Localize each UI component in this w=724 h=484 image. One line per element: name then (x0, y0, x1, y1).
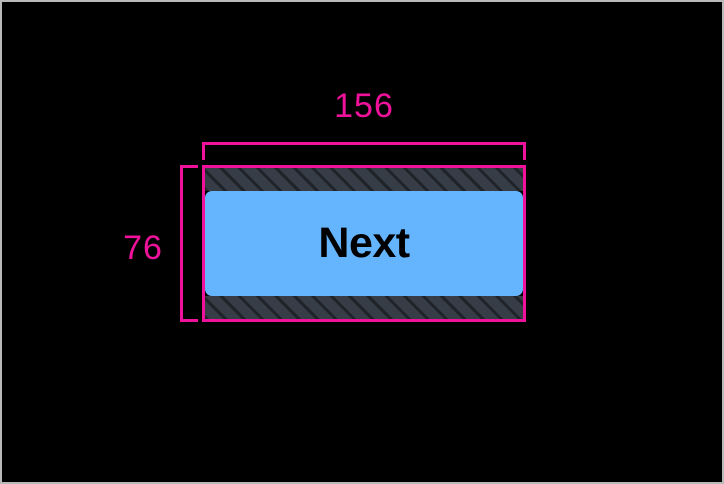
height-bracket-tick-bottom (180, 319, 198, 322)
next-button-label: Next (318, 219, 410, 267)
width-dimension-bracket (202, 142, 526, 160)
height-bracket-tick-top (180, 165, 198, 168)
measured-element-outline: Next (202, 165, 526, 322)
height-dimension-bracket (180, 165, 198, 322)
height-bracket-bar (180, 165, 183, 322)
height-dimension-label: 76 (123, 229, 163, 267)
width-bracket-bar (202, 142, 526, 145)
width-dimension-label: 156 (334, 87, 394, 125)
next-button[interactable]: Next (205, 191, 523, 296)
padding-hatch-top (205, 168, 523, 191)
padding-hatch-bottom (205, 296, 523, 319)
width-bracket-tick-right (523, 142, 526, 160)
width-bracket-tick-left (202, 142, 205, 160)
